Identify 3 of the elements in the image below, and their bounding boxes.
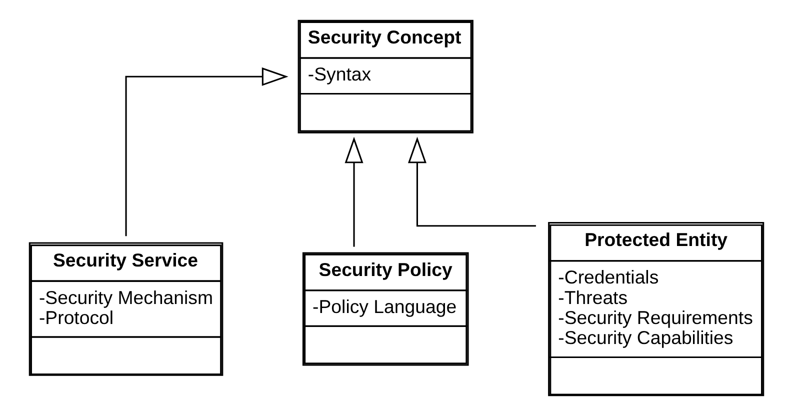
arrow (124, 67, 288, 236)
arrow (407, 136, 536, 227)
arrow (344, 136, 363, 247)
